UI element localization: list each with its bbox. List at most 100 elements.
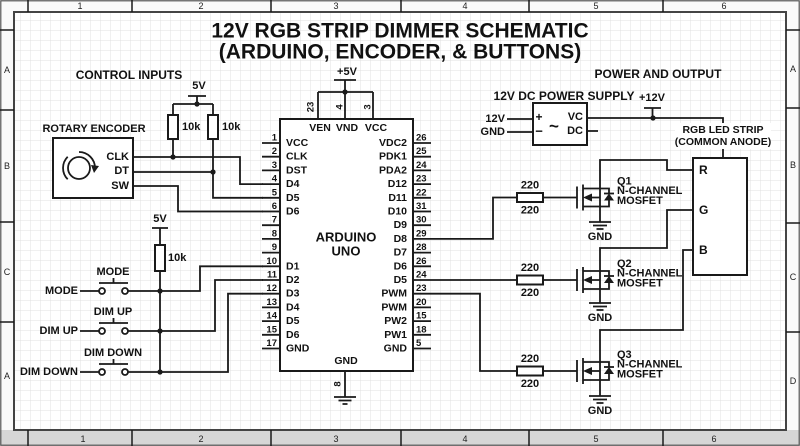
resistor-r2-value: 10k bbox=[222, 121, 241, 133]
grid-row-label: C bbox=[4, 267, 11, 277]
wire-sw-to-d6 bbox=[133, 185, 263, 213]
chip-pin-number: 18 bbox=[416, 324, 427, 335]
power-supply-label: 12V DC POWER SUPPLY bbox=[494, 89, 635, 103]
chip-pin-number: 10 bbox=[266, 256, 277, 267]
chip-pin-number: 24 bbox=[416, 160, 427, 171]
chip-pin-number: 23 bbox=[416, 283, 427, 294]
led-strip-label-bg bbox=[675, 123, 771, 149]
chip-pin-label: D4 bbox=[286, 178, 300, 190]
resistor-q2-gate bbox=[516, 274, 544, 286]
chip-pin-number: 15 bbox=[266, 324, 277, 335]
chip-pin-number: 13 bbox=[266, 297, 277, 308]
q2-ground-symbol bbox=[589, 289, 611, 311]
chip-pin-label: PW2 bbox=[384, 315, 407, 327]
button-dim-up-wires bbox=[80, 279, 263, 332]
button-dim-up-label: DIM UP bbox=[94, 306, 133, 318]
grid-row-label: B bbox=[790, 160, 796, 170]
grid-col-label: 4 bbox=[462, 434, 467, 444]
grid-col-label: 6 bbox=[711, 434, 716, 444]
section-header-power-output: POWER AND OUTPUT bbox=[595, 67, 723, 81]
chip-top-pin-number: 23 bbox=[306, 102, 317, 113]
rotary-encoder-label: ROTARY ENCODER bbox=[42, 123, 145, 135]
button-dim-up: DIM UP DIM UP bbox=[40, 279, 263, 337]
chip-pin-label: PDA2 bbox=[379, 164, 407, 176]
button-dim-up-contact bbox=[121, 327, 129, 335]
encoder-pin-dt: DT bbox=[114, 165, 129, 177]
grid-row-label: A bbox=[4, 65, 10, 75]
grid-row-label: B bbox=[4, 161, 10, 171]
frame-top-strip bbox=[0, 0, 800, 12]
chip-top-pin-number: 4 bbox=[335, 104, 346, 110]
chip-pin-label: D11 bbox=[388, 192, 407, 204]
encoder-pin-clk: CLK bbox=[106, 151, 129, 163]
mosfet-q1-type1: N-CHANNEL bbox=[617, 185, 683, 197]
grid-col-label: 1 bbox=[77, 1, 82, 11]
pullup-leads bbox=[172, 139, 214, 172]
grid-row-label: A bbox=[790, 64, 796, 74]
chip-pin-label: D5 bbox=[286, 315, 300, 327]
chip-pin-label: CLK bbox=[286, 151, 308, 163]
led-strip-label-line2: (COMMON ANODE) bbox=[675, 136, 771, 148]
mosfet-q2-gnd-label: GND bbox=[588, 312, 613, 324]
grid-col-label: 5 bbox=[593, 1, 598, 11]
chip-pin-number: 25 bbox=[416, 146, 427, 157]
power-supply-in-12v: 12V bbox=[485, 113, 505, 125]
resistor-q3-value-bottom: 220 bbox=[521, 378, 539, 390]
led-strip-box bbox=[692, 157, 748, 276]
power-supply-wires bbox=[507, 117, 724, 158]
q1-ground-symbol bbox=[589, 206, 611, 230]
chip-pin-label: GND bbox=[286, 343, 310, 355]
schematic-title-line1: 12V RGB STRIP DIMMER SCHEMATIC bbox=[211, 20, 588, 43]
resistor-q2-value-bottom: 220 bbox=[521, 287, 539, 299]
button-dim-down-wires bbox=[80, 292, 263, 373]
junction-dots bbox=[157, 89, 656, 375]
chip-pin-label: PWM bbox=[381, 288, 407, 300]
chip-pin-number: 2 bbox=[272, 146, 277, 157]
chip-pin-number: 12 bbox=[266, 283, 277, 294]
chip-pin-number: 8 bbox=[272, 228, 277, 239]
wire-q2-drain-to-g bbox=[599, 209, 693, 271]
chip-pin-label: D12 bbox=[388, 178, 407, 190]
chip-top-supply-label: +5V bbox=[337, 66, 358, 78]
chip-pin-label: D2 bbox=[286, 274, 300, 286]
mosfet-q2-ref: Q2 bbox=[617, 258, 632, 270]
button-mode: MODE MODE bbox=[45, 265, 263, 297]
chip-pin-number: 24 bbox=[416, 270, 427, 281]
mosfet-q1-gnd-label: GND bbox=[588, 231, 613, 243]
chip-pin-number: 23 bbox=[416, 174, 427, 185]
power-supply-minus: − bbox=[535, 124, 543, 139]
chip-pin-number: 31 bbox=[416, 201, 427, 212]
rotary-knob-icon bbox=[62, 151, 99, 180]
button-network: 5V 10k MODE MODE DIM UP DIM UP DIM DOWN … bbox=[20, 213, 263, 378]
button-dim-down-net-label: DIM DOWN bbox=[20, 366, 78, 378]
chip-pin-label: D3 bbox=[286, 288, 300, 300]
mosfet-q2-type1: N-CHANNEL bbox=[617, 268, 683, 280]
wire-pwm-to-q3 bbox=[431, 292, 517, 372]
grid-row-label: A bbox=[4, 371, 10, 381]
grid-row-label: C bbox=[790, 272, 797, 282]
button-supply-label: 5V bbox=[153, 213, 167, 225]
power-supply-plus: + bbox=[535, 110, 542, 124]
led-strip-pin-b: B bbox=[699, 243, 708, 257]
frame-bottom-strip bbox=[0, 430, 800, 446]
button-dim-down-label: DIM DOWN bbox=[84, 347, 142, 359]
chip-pin-number: 5 bbox=[416, 338, 422, 349]
chip-pin-label: D8 bbox=[394, 233, 408, 245]
button-dim-down-contact bbox=[121, 368, 129, 376]
resistor-buttons bbox=[154, 244, 166, 272]
arduino-chip-box bbox=[279, 118, 414, 372]
schematic-title-line2: (ARDUINO, ENCODER, & BUTTONS) bbox=[219, 41, 581, 64]
wire-q3-drain-to-b bbox=[599, 249, 693, 362]
chip-pin-number: 29 bbox=[416, 228, 427, 239]
mosfet-q1-ref: Q1 bbox=[617, 176, 632, 188]
wire-d8-to-q1 bbox=[431, 196, 517, 240]
grid-row-label: D bbox=[790, 376, 797, 386]
power-supply-box bbox=[532, 102, 588, 146]
chip-pin-label: D6 bbox=[394, 260, 408, 272]
button-dim-down-contact bbox=[98, 368, 106, 376]
button-dim-up-net-label: DIM UP bbox=[40, 325, 79, 337]
ac-symbol: ~ bbox=[549, 117, 559, 136]
